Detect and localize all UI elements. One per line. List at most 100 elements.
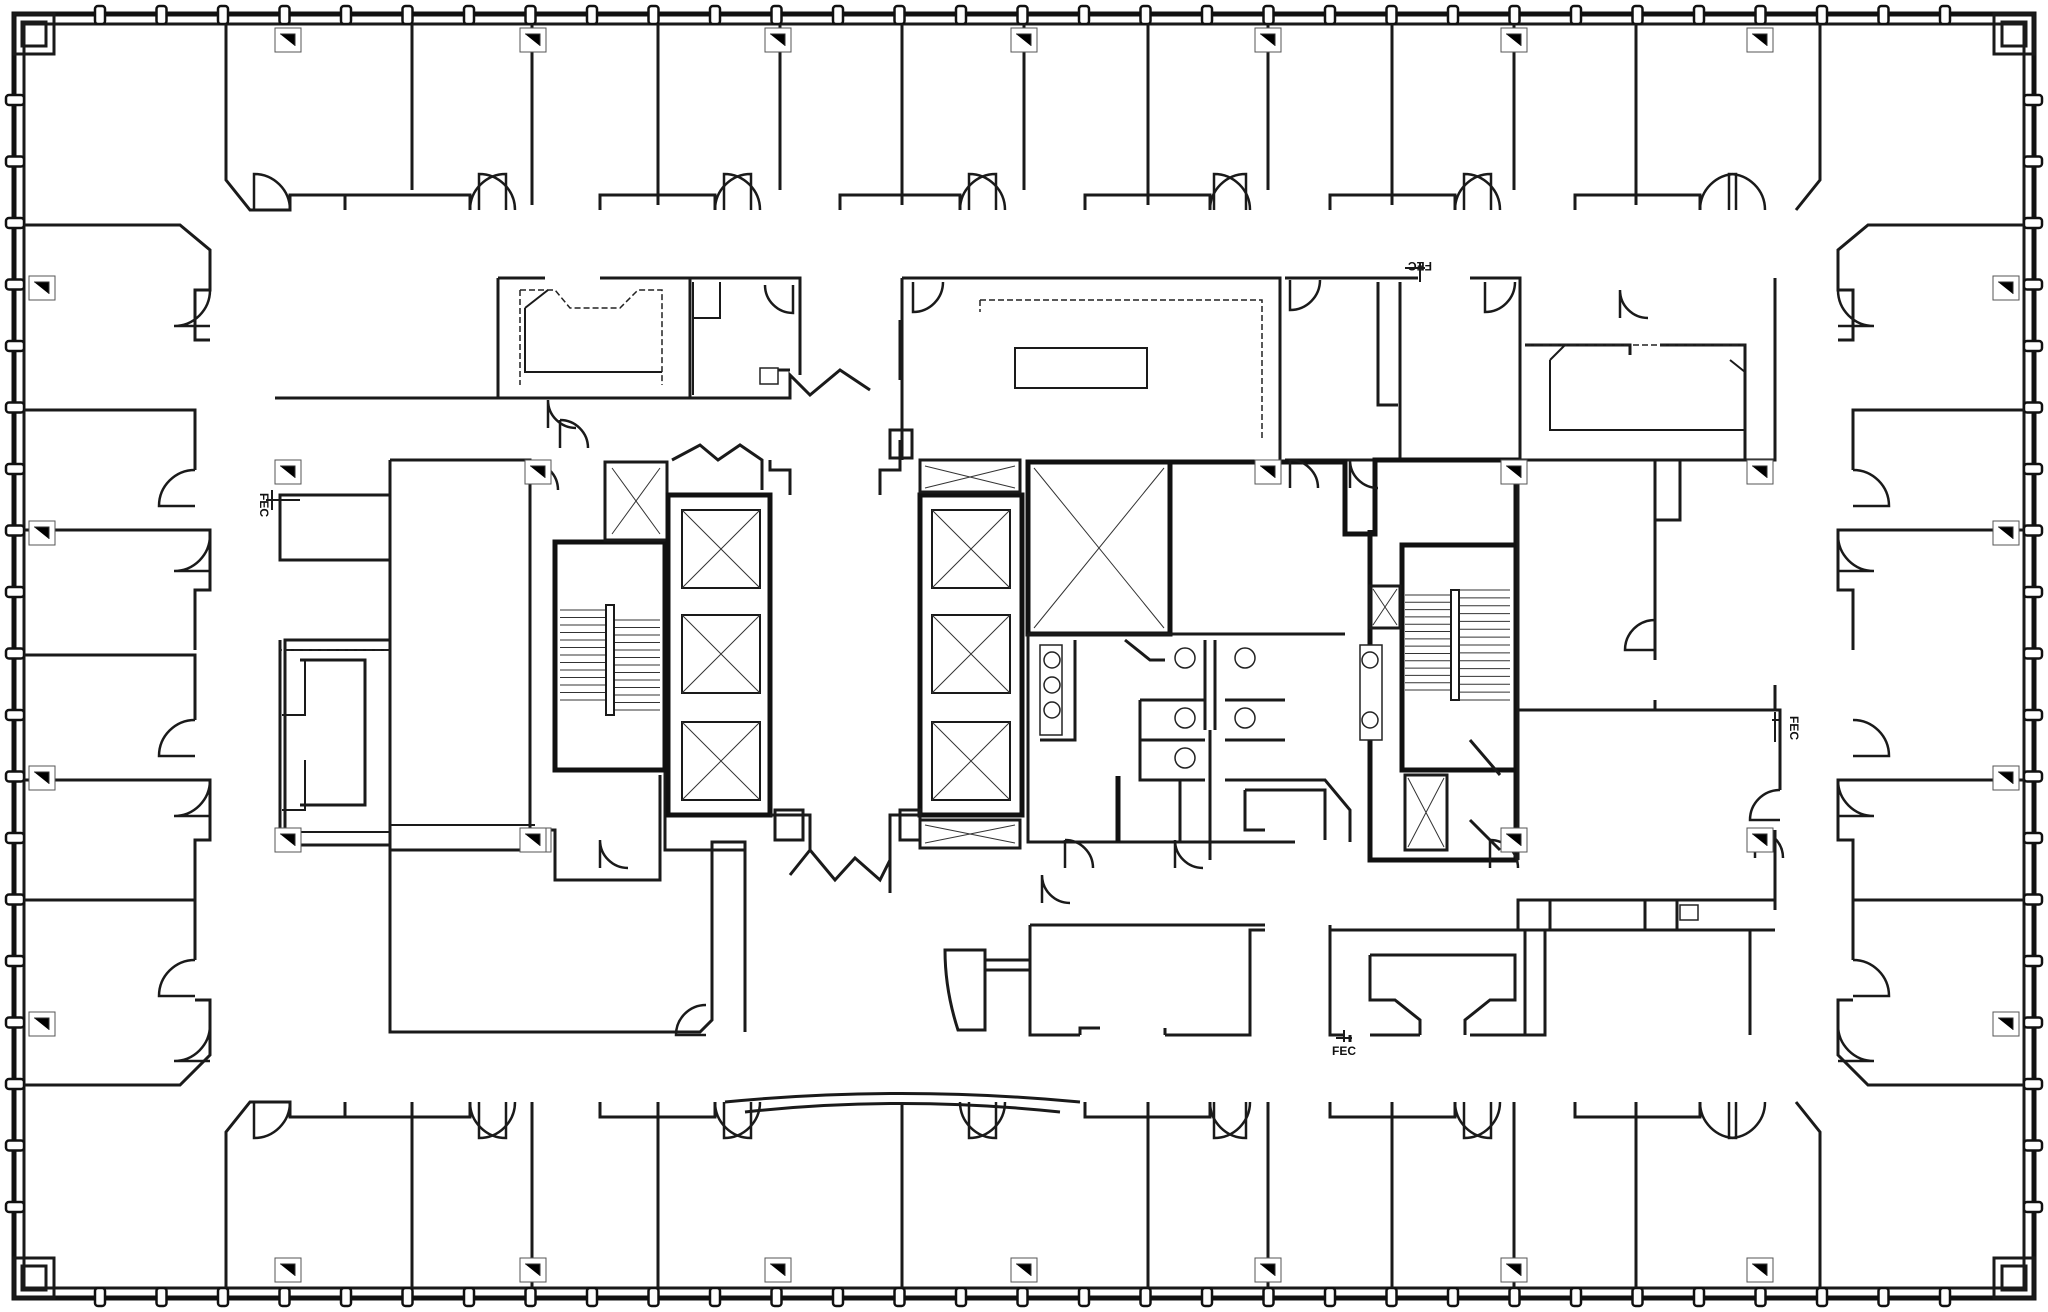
door-swing <box>1836 289 1875 328</box>
left-office-partitions <box>24 223 212 1087</box>
mullion <box>4 216 26 230</box>
door-swing <box>477 1101 517 1140</box>
column-box-mark <box>530 465 546 478</box>
core-right-upper <box>900 276 1777 462</box>
mullion <box>2022 339 2044 353</box>
mullion <box>216 4 230 26</box>
column-box-mark <box>1016 1263 1032 1276</box>
door-swing <box>1727 172 1767 211</box>
column-box-mark <box>1016 33 1032 46</box>
mullion <box>2022 647 2044 660</box>
door-swing <box>1462 1101 1502 1140</box>
mullion <box>4 647 26 660</box>
mullion <box>770 4 783 26</box>
fec-labels: FEC FEC FEC FEC <box>257 259 1801 1058</box>
mullion <box>585 4 599 26</box>
mullion <box>4 1016 26 1029</box>
core-right-offices <box>1516 460 1782 1035</box>
door-swing <box>1462 172 1502 211</box>
door-swing <box>967 172 1007 211</box>
column-box-mark <box>1752 465 1768 478</box>
mullion <box>524 1286 537 1308</box>
mullion <box>4 401 26 414</box>
fec-label-left: FEC <box>257 493 271 517</box>
mullion <box>155 1286 168 1308</box>
mullion <box>278 1286 291 1308</box>
mullion <box>1692 1286 1706 1308</box>
mullion <box>2022 524 2044 537</box>
mullion <box>1631 4 1644 26</box>
elevator-x <box>681 721 761 801</box>
mullion <box>4 339 26 353</box>
mullion <box>1077 1286 1091 1308</box>
mullion <box>954 4 968 26</box>
door-swing <box>713 1101 753 1140</box>
mullion <box>647 4 660 26</box>
door-swing <box>1212 1101 1252 1140</box>
mullion <box>1323 1286 1337 1308</box>
door-swing <box>468 172 508 211</box>
door-swing <box>958 1101 998 1140</box>
mullion <box>4 524 26 537</box>
mullion <box>2022 278 2044 291</box>
door-swing <box>1212 172 1252 211</box>
column-box-mark <box>1998 771 2014 784</box>
mullion <box>1200 4 1214 26</box>
mullion <box>1938 1286 1952 1308</box>
column-box-mark <box>525 33 541 46</box>
door-swing <box>157 718 196 758</box>
column-box <box>28 520 56 546</box>
column-box-mark <box>1506 465 1522 478</box>
mullion <box>401 1286 414 1308</box>
mullion <box>1385 1286 1398 1308</box>
door-swing <box>1698 1101 1738 1140</box>
mullion <box>1815 1286 1829 1308</box>
mechanical-shaft <box>1025 459 1173 637</box>
mullion <box>1508 1286 1521 1308</box>
column-box-mark <box>1506 33 1522 46</box>
mullion <box>893 4 906 26</box>
mullion <box>1139 1286 1152 1308</box>
door-swing <box>173 534 212 573</box>
door-swing <box>1453 1101 1493 1140</box>
elevator-x <box>681 614 761 694</box>
right-stair-core <box>1368 542 1519 852</box>
mullion <box>708 4 722 26</box>
mullion <box>1446 4 1460 26</box>
column-box-mark <box>34 526 50 539</box>
mullion <box>4 1139 26 1152</box>
corner-columns <box>12 12 2036 1300</box>
mullion <box>1016 4 1029 26</box>
mullion <box>1692 4 1706 26</box>
door-swing <box>1348 459 1379 490</box>
mullion <box>4 585 26 599</box>
column-box-mark <box>1998 526 2014 539</box>
elevator-x <box>931 614 1011 694</box>
mullion <box>1508 4 1521 26</box>
door-swing <box>1618 289 1649 320</box>
column-box-mark <box>280 1263 296 1276</box>
door-swing <box>598 839 629 870</box>
column-box-mark <box>1506 833 1522 846</box>
mullion <box>4 1077 26 1091</box>
door-swing <box>1852 958 1891 998</box>
door-swing <box>1836 534 1875 573</box>
door-swing <box>674 1003 707 1037</box>
mullion <box>4 893 26 906</box>
door-swing <box>958 172 998 211</box>
door-swing <box>1852 468 1891 508</box>
column-box-mark <box>280 833 296 846</box>
door-swing <box>173 289 212 328</box>
interior-doors <box>528 279 1785 1037</box>
elevator-car <box>931 509 1011 589</box>
door-swing <box>1836 1024 1875 1063</box>
mullion <box>2022 954 2044 968</box>
column-box-mark <box>525 1263 541 1276</box>
door-swing <box>1727 1101 1767 1140</box>
mullion <box>1569 4 1583 26</box>
mullion <box>1139 4 1152 26</box>
door-swing <box>252 172 292 211</box>
mullion <box>2022 893 2044 906</box>
mullion <box>4 1200 26 1214</box>
